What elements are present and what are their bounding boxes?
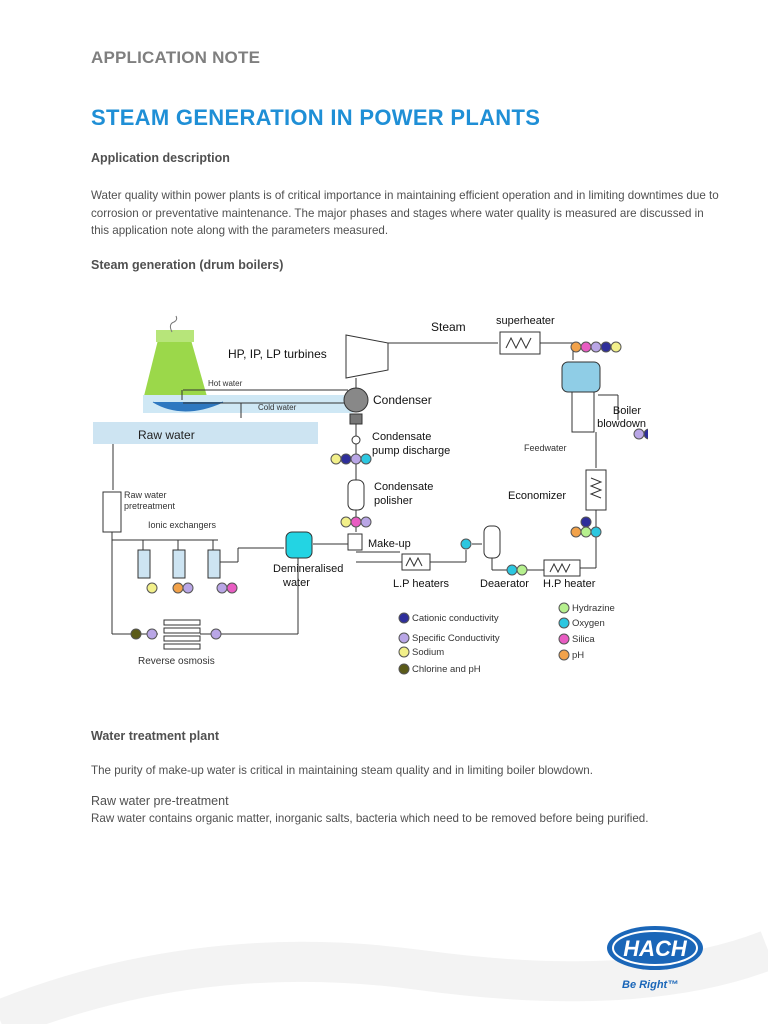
label-raw-water: Raw water bbox=[138, 428, 195, 442]
legend-hydrazine: Hydrazine bbox=[572, 603, 615, 614]
application-description-text: Water quality within power plants is of … bbox=[91, 189, 719, 237]
boiler-drum bbox=[561, 361, 601, 393]
label-condenser: Condenser bbox=[373, 393, 432, 407]
document-label: APPLICATION NOTE bbox=[91, 48, 261, 67]
condenser-unit bbox=[343, 387, 369, 413]
legend-oxygen: Oxygen bbox=[572, 618, 605, 629]
ion-exchanger-3 bbox=[207, 549, 221, 579]
label-hot-water: Hot water bbox=[208, 379, 243, 388]
label-feedwater: Feedwater bbox=[524, 443, 567, 453]
label-ion-exchangers: Ionic exchangers bbox=[148, 520, 217, 530]
raw-water-pretreatment-unit bbox=[102, 491, 122, 533]
legend-sodium: Sodium bbox=[412, 647, 444, 658]
hach-logo-oval bbox=[607, 926, 703, 970]
label-raw-pretreat-2: pretreatment bbox=[124, 501, 176, 511]
steam-generation-diagram: Raw water Hot water Cold water HP, IP, L… bbox=[93, 315, 648, 675]
page-title: STEAM GENERATION IN POWER PLANTS bbox=[91, 105, 541, 130]
label-condensate-pump-1: Condensate bbox=[372, 431, 431, 443]
hp-heater-unit bbox=[543, 559, 581, 577]
label-cold-water: Cold water bbox=[258, 403, 297, 412]
deaerator-unit bbox=[483, 525, 501, 559]
label-reverse-osmosis: Reverse osmosis bbox=[138, 656, 215, 667]
legend-chlorine-and-ph: Chlorine and pH bbox=[412, 664, 481, 675]
legend-cationic-conductivity: Cationic conductivity bbox=[412, 613, 499, 624]
hach-logo: HACH Be Right™ bbox=[607, 926, 703, 991]
legend-ph: pH bbox=[572, 650, 584, 661]
section-heading-steam-generation: Steam generation (drum boilers) bbox=[91, 258, 284, 272]
hach-logo-text: HACH bbox=[623, 936, 688, 961]
label-turbines: HP, IP, LP turbines bbox=[228, 347, 327, 361]
label-demineralised-2: water bbox=[282, 577, 310, 589]
label-polisher-1: Condensate bbox=[374, 481, 433, 493]
section-heading-water-treatment-plant: Water treatment plant bbox=[91, 729, 220, 743]
label-demineralised-1: Demineralised bbox=[273, 563, 343, 575]
label-deaerator: Deaerator bbox=[480, 578, 529, 590]
legend-specific-conductivity: Specific Conductivity bbox=[412, 633, 500, 644]
ion-exchanger-1 bbox=[137, 549, 151, 579]
raw-water-pretreatment-text: Raw water contains organic matter, inorg… bbox=[91, 812, 649, 825]
diagram-legend: Cationic conductivity Specific Conductiv… bbox=[398, 602, 615, 675]
label-polisher-2: polisher bbox=[374, 495, 413, 507]
water-treatment-plant-text: The purity of make-up water is critical … bbox=[91, 764, 593, 777]
raw-water-band bbox=[93, 422, 318, 444]
demineralised-water-tank bbox=[285, 531, 313, 559]
legend-silica: Silica bbox=[572, 634, 595, 645]
label-raw-pretreat-1: Raw water bbox=[124, 490, 167, 500]
section-heading-raw-water-pretreatment: Raw water pre-treatment bbox=[91, 794, 229, 808]
label-boiler: Boiler bbox=[613, 405, 641, 417]
label-lp-heaters: L.P heaters bbox=[393, 578, 450, 590]
label-hp-heater: H.P heater bbox=[543, 578, 596, 590]
label-economizer: Economizer bbox=[508, 490, 566, 502]
superheater-unit bbox=[499, 331, 541, 355]
ion-exchanger-2 bbox=[172, 549, 186, 579]
cooling-tower-icon bbox=[143, 340, 208, 400]
economizer-unit bbox=[585, 469, 607, 511]
label-condensate-pump-2: pump discharge bbox=[372, 445, 450, 457]
section-heading-application-description: Application description bbox=[91, 151, 230, 165]
condensate-polisher bbox=[347, 479, 365, 511]
label-blowdown: blowdown bbox=[597, 418, 646, 430]
label-superheater: superheater bbox=[496, 315, 555, 327]
brand-tagline: Be Right™ bbox=[622, 979, 678, 991]
reverse-osmosis-unit bbox=[163, 619, 201, 626]
label-steam: Steam bbox=[431, 320, 466, 334]
label-makeup: Make-up bbox=[368, 538, 411, 550]
